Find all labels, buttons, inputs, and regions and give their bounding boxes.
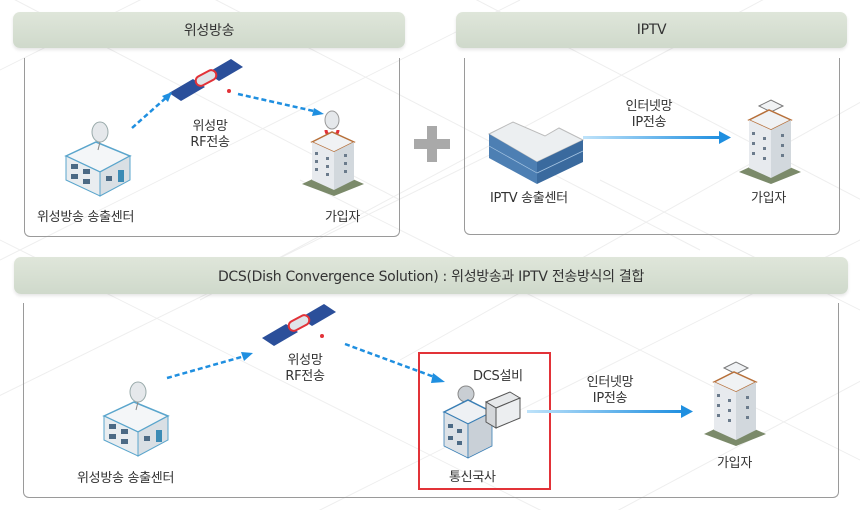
- satellite-icon: [169, 59, 243, 101]
- satellite-panel-header: 위성방송: [13, 12, 405, 48]
- iptv-subscriber-label: 가입자: [751, 191, 786, 206]
- dcs-ip-link-label: 인터넷망 IP전송: [587, 375, 634, 407]
- dcs-satellite-icon: [262, 304, 336, 346]
- satellite-subscriber-label: 가입자: [325, 210, 360, 225]
- dcs-panel: [23, 303, 839, 498]
- plus-icon: [414, 126, 450, 162]
- dcs-subscriber-building-icon: [704, 361, 766, 446]
- dcs-panel-title: DCS(Dish Convergence Solution) : 위성방송과 I…: [217, 268, 645, 285]
- iptv-panel: [464, 58, 840, 235]
- dcs-ip-link-label-line2: IP전송: [592, 391, 628, 406]
- dcs-panel-header: DCS(Dish Convergence Solution) : 위성방송과 I…: [14, 257, 848, 294]
- iptv-link-label-line2: IP전송: [631, 115, 667, 130]
- dcs-equipment-highlight: [418, 352, 551, 490]
- telecom-office-building-icon: [442, 385, 522, 459]
- broadcast-center-building-icon: [64, 121, 132, 197]
- dcs-rf-link-arrow-down: [344, 342, 445, 383]
- rf-link-label: 위성망 RF전송: [190, 119, 230, 151]
- dcs-broadcast-center-building-icon: [102, 381, 170, 457]
- dcs-rf-link-arrow-up: [166, 352, 253, 380]
- dcs-rf-link-label: 위성망 RF전송: [285, 353, 325, 385]
- satellite-source-label: 위성방송 송출센터: [37, 210, 135, 225]
- iptv-link-label: 인터넷망 IP전송: [626, 99, 673, 131]
- iptv-panel-header: IPTV: [456, 12, 847, 48]
- iptv-link-label-line1: 인터넷망: [625, 99, 673, 114]
- iptv-panel-title: IPTV: [636, 22, 667, 38]
- subscriber-building-icon: [302, 110, 364, 196]
- dcs-rf-link-label-line2: RF전송: [285, 369, 325, 384]
- iptv-center-building-icon: [487, 121, 585, 184]
- rf-link-label-line1: 위성망: [192, 119, 228, 134]
- ip-link-arrow: [583, 131, 731, 144]
- satellite-panel: [24, 58, 400, 237]
- dcs-source-label: 위성방송 송출센터: [77, 471, 175, 486]
- dcs-ip-link-label-line1: 인터넷망: [586, 375, 634, 390]
- dcs-equipment-label: DCS설비: [473, 369, 523, 384]
- rf-link-arrow-down: [237, 92, 324, 116]
- iptv-subscriber-building-icon: [739, 99, 801, 184]
- iptv-source-label: IPTV 송출센터: [490, 191, 568, 206]
- dcs-rf-link-label-line1: 위성망: [287, 353, 323, 368]
- rf-link-arrow-up: [131, 92, 172, 129]
- dcs-subscriber-label: 가입자: [717, 456, 752, 471]
- dcs-ip-link-arrow: [527, 405, 693, 418]
- telecom-office-label: 통신국사: [449, 470, 496, 485]
- rf-link-label-line2: RF전송: [190, 135, 230, 150]
- satellite-panel-title: 위성방송: [183, 23, 235, 39]
